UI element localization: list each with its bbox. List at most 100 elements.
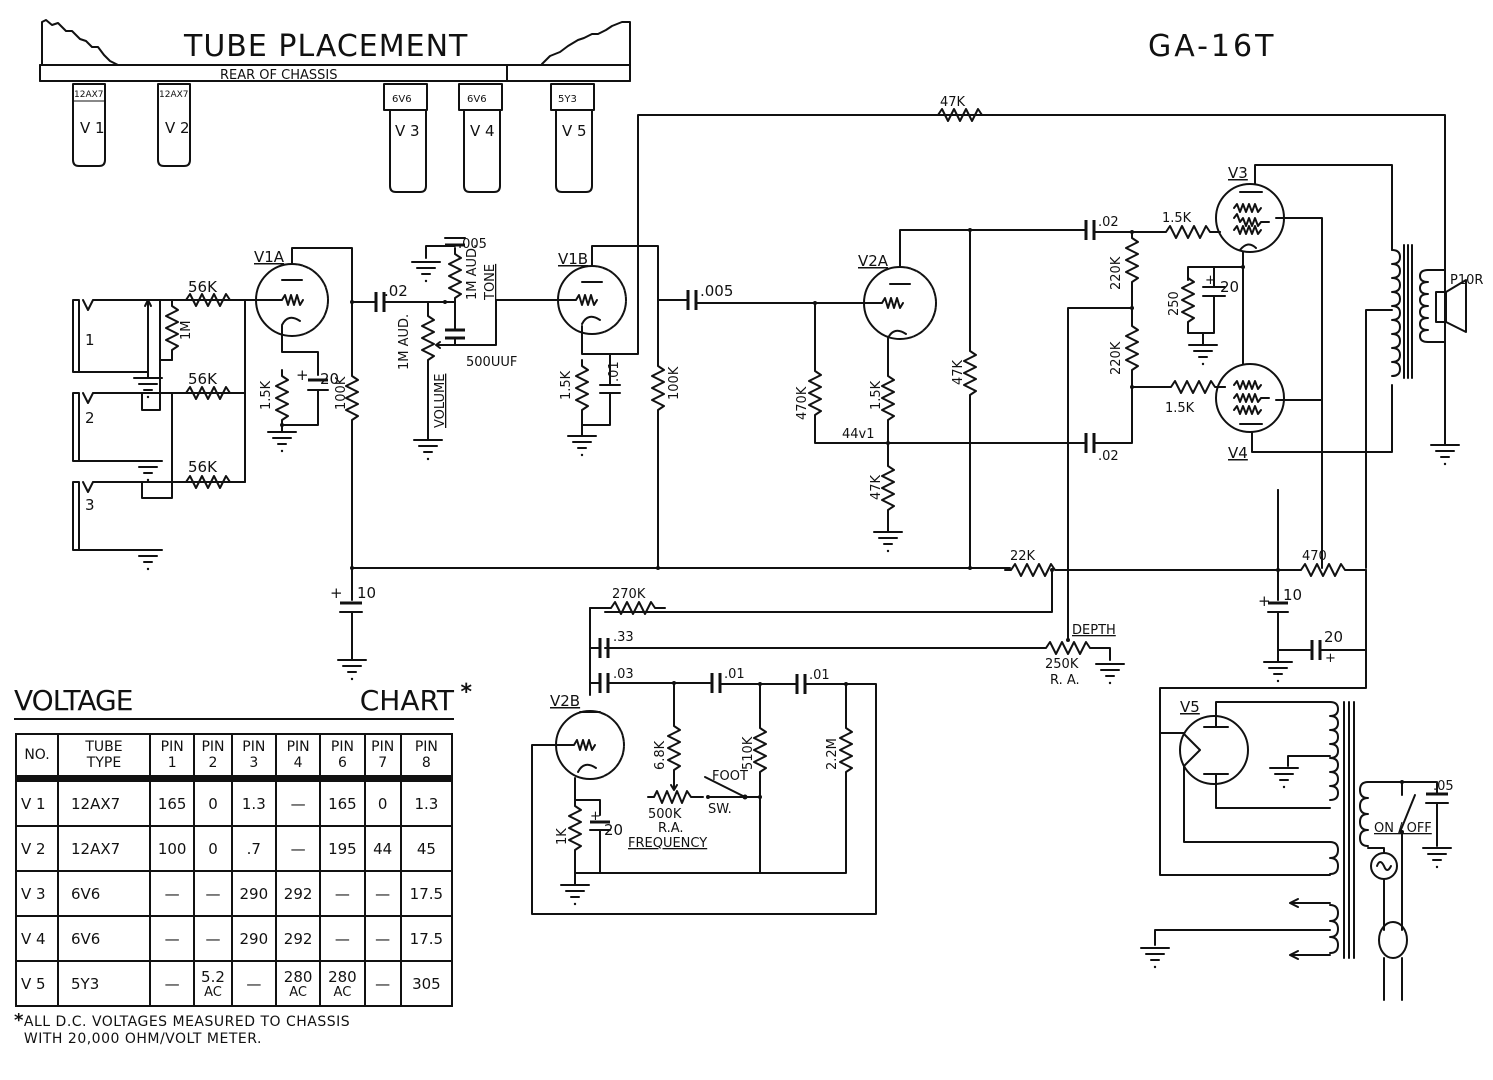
svg-text:270K: 270K <box>612 587 646 602</box>
voltage-chart-title: VOLTAGE CHART * <box>14 680 472 720</box>
pin-voltage-cell: 1.3 <box>230 777 277 827</box>
pin-voltage-value: — <box>164 884 180 903</box>
speaker: P10R <box>1427 269 1483 467</box>
svg-text:6.8K: 6.8K <box>653 740 668 770</box>
svg-text:+: + <box>1205 273 1216 288</box>
svg-text:2: 2 <box>85 409 95 427</box>
power-transformer <box>1329 701 1369 959</box>
svg-text:6V6: 6V6 <box>467 94 487 105</box>
svg-text:47K: 47K <box>869 474 884 500</box>
pin-voltage-value: 1.3 <box>414 794 439 813</box>
foot-switch: FOOT SW. <box>704 769 761 817</box>
chassis-label: REAR OF CHASSIS <box>220 68 337 83</box>
pin-voltage-value: — <box>375 974 391 993</box>
svg-text:+: + <box>1258 592 1271 610</box>
voltage-chart-title-right: CHART <box>359 684 454 717</box>
tube-number-cell: V 1 <box>15 777 59 827</box>
pin-voltage-cell: 100 <box>148 825 196 872</box>
svg-text:V2A: V2A <box>858 252 889 270</box>
pin-voltage-cell: 44 <box>363 825 402 872</box>
svg-text:ON / OFF: ON / OFF <box>1374 821 1432 836</box>
resistor-1-5k-v1a-cathode <box>275 369 289 431</box>
tube-placement-title: TUBE PLACEMENT <box>183 29 468 64</box>
pin-voltage-value: — <box>246 974 262 993</box>
svg-text:P10R: P10R <box>1450 273 1483 288</box>
svg-text:V 3: V 3 <box>395 122 420 140</box>
pin-voltage-value: 0 <box>208 794 218 813</box>
pilot-lamp <box>1370 852 1398 880</box>
pin-voltage-cell: 165 <box>319 777 366 827</box>
svg-text:V5: V5 <box>1180 698 1200 716</box>
pin-voltage-unit: AC <box>333 984 352 1000</box>
footnote-line-2: WITH 20,000 OHM/VOLT METER. <box>23 1031 262 1047</box>
pin-voltage-cell: 195 <box>319 825 366 872</box>
svg-text:R. A.: R. A. <box>1050 673 1080 688</box>
svg-text:.33: .33 <box>613 630 634 645</box>
tube-socket-v1: 12AX7 V 1 <box>72 83 106 167</box>
svg-text:5Y3: 5Y3 <box>558 94 577 105</box>
svg-text:100K: 100K <box>334 376 349 410</box>
pin-voltage-unit: AC <box>204 984 222 1000</box>
tube-type-cell: 5Y3 <box>57 960 151 1007</box>
pin-voltage-value: — <box>334 884 350 903</box>
pin-voltage-cell: — <box>193 915 233 962</box>
svg-text:+: + <box>330 584 343 602</box>
pin-voltage-value: 292 <box>283 884 313 903</box>
svg-text:44v1: 44v1 <box>842 427 875 442</box>
voltage-footnote: *ALL D.C. VOLTAGES MEASURED TO CHASSIS W… <box>14 1012 350 1048</box>
svg-text:500K: 500K <box>648 807 682 822</box>
pin-voltage-cell: 1.3 <box>399 777 454 827</box>
pin-voltage-value: — <box>375 884 391 903</box>
pin-voltage-value: 0 <box>208 839 218 858</box>
tube-socket-v3: 6V6 V 3 <box>383 83 428 193</box>
pin-voltage-value: — <box>375 929 391 948</box>
svg-text:.005: .005 <box>458 237 487 252</box>
svg-text:6V6: 6V6 <box>392 94 412 105</box>
asterisk-mark: * <box>460 680 472 705</box>
footnote-asterisk: * <box>14 1010 24 1031</box>
svg-text:12AX7: 12AX7 <box>159 90 189 100</box>
column-header-line-2: 8 <box>421 755 431 771</box>
model-number: GA-16T <box>1148 29 1276 64</box>
column-header-line-2: 7 <box>378 755 388 771</box>
pin-voltage-value: 17.5 <box>409 929 444 948</box>
svg-text:V3: V3 <box>1228 164 1248 182</box>
pin-voltage-value: — <box>205 884 221 903</box>
svg-text:47K: 47K <box>940 95 966 110</box>
pin-voltage-value: 280 <box>328 967 357 986</box>
input-jack-3: 3 <box>72 481 246 572</box>
power-plug <box>1378 921 1408 1001</box>
pin-voltage-cell: — <box>148 960 196 1007</box>
svg-text:2.2M: 2.2M <box>825 738 840 770</box>
pin-voltage-cell: 292 <box>274 870 322 917</box>
svg-text:FREQUENCY: FREQUENCY <box>628 836 707 851</box>
svg-text:250: 250 <box>1167 291 1182 316</box>
pin-voltage-cell: 0 <box>193 825 233 872</box>
pin-voltage-cell: .7 <box>230 825 277 872</box>
column-header-line-2: 4 <box>293 755 303 771</box>
svg-text:V1A: V1A <box>254 248 285 266</box>
pin-voltage-cell: 0 <box>193 777 233 827</box>
pin-voltage-cell: 290 <box>230 915 277 962</box>
svg-text:1.5K: 1.5K <box>559 370 574 400</box>
tube-socket-v5: 5Y3 V 5 <box>550 83 595 193</box>
svg-text:V4: V4 <box>1228 444 1248 462</box>
pin-voltage-value: — <box>290 794 306 813</box>
pin-voltage-value: 17.5 <box>409 884 444 903</box>
svg-text:.02: .02 <box>1098 449 1119 464</box>
input-jack-1: 1 <box>72 299 246 400</box>
svg-text:.01: .01 <box>809 668 830 683</box>
pin-voltage-value: — <box>205 929 221 948</box>
tube-v3: V3 <box>1215 164 1285 253</box>
pin-voltage-cell: — <box>230 960 277 1007</box>
pin-voltage-value: 0 <box>377 794 388 813</box>
svg-text:.05: .05 <box>1433 779 1454 794</box>
svg-text:DEPTH: DEPTH <box>1072 623 1116 638</box>
